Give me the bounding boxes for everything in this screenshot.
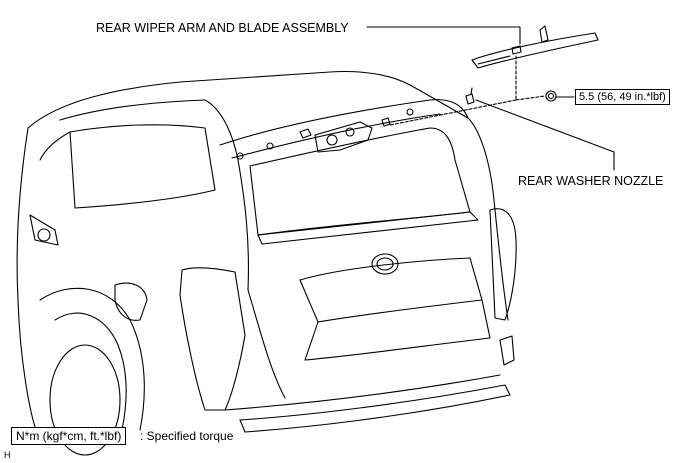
washer-nozzle-callout: REAR WASHER NOZZLE	[518, 174, 664, 188]
torque-nut	[545, 90, 557, 102]
wiper-motor	[236, 108, 414, 160]
leader-lines	[366, 26, 615, 171]
rear-window	[249, 127, 479, 245]
lower-body	[29, 214, 515, 456]
torque-unit-legend-box: N*m (kgf*cm, ft.*lbf)	[11, 427, 127, 445]
washer-nozzle-part	[465, 87, 475, 105]
assembly-lines	[389, 55, 546, 126]
wiper-assembly-callout: REAR WIPER ARM AND BLADE ASSEMBLY	[96, 21, 349, 35]
tail-lamps	[179, 208, 517, 411]
wiper-arm-blade	[471, 25, 599, 69]
license-plate-area	[299, 253, 491, 361]
torque-specification: 5.5 (56, 49 in.*lbf)	[575, 89, 670, 105]
footer-mark: H	[4, 450, 11, 460]
vehicle-body-outline	[16, 70, 509, 441]
torque-legend-description: : Specified torque	[140, 429, 234, 443]
